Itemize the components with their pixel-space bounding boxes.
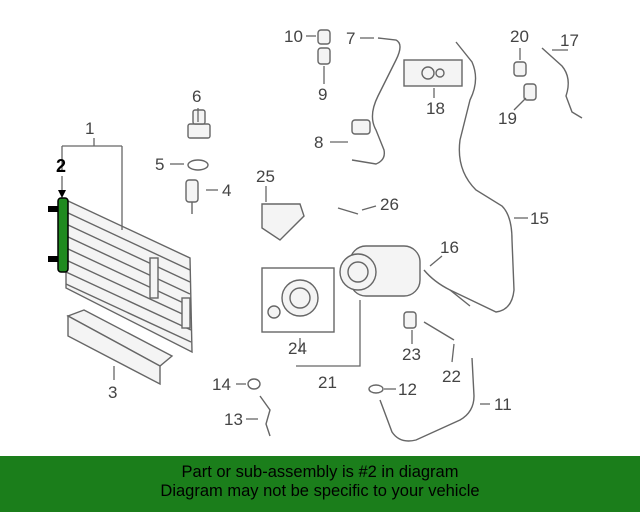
- callout-9: 9: [318, 85, 327, 104]
- callout-15: 15: [530, 209, 549, 228]
- callout-8: 8: [314, 133, 323, 152]
- hose-11-part: [379, 357, 475, 442]
- callout-2: 2: [56, 156, 66, 176]
- callout-16: 16: [440, 238, 459, 257]
- callout-labels: 1 2 3 4 5 6 7 8 9 10 11 12 13 14 15 16 1…: [56, 27, 579, 429]
- callout-7: 7: [346, 29, 355, 48]
- callout-6: 6: [192, 87, 201, 106]
- seal-strip-part: [66, 309, 174, 386]
- bracket-part: [261, 203, 305, 241]
- cover-plate-part: [403, 59, 463, 87]
- callout-3: 3: [108, 383, 117, 402]
- bolt-26-part: [337, 207, 359, 215]
- banner-line-2: Diagram may not be specific to your vehi…: [160, 482, 480, 500]
- pressure-sensor-part: [187, 109, 211, 139]
- callout-12: 12: [398, 380, 417, 399]
- callout-2-arrow: [58, 190, 66, 198]
- callout-4: 4: [222, 181, 231, 200]
- hose-17-part: [541, 47, 583, 119]
- bolt-22-part: [423, 321, 455, 341]
- condenser-part: [65, 198, 193, 354]
- callout-25: 25: [256, 167, 275, 186]
- bushing-23-part: [403, 311, 417, 329]
- callout-21: 21: [318, 373, 337, 392]
- parts-diagram: 1 2 3 4 5 6 7 8 9 10 11 12 13 14 15 16 1…: [48, 27, 583, 442]
- o-ring-12-part: [368, 384, 384, 394]
- o-ring-14-part: [247, 378, 261, 390]
- line-16-part: [423, 269, 471, 307]
- callout-22: 22: [442, 367, 461, 386]
- receiver-drier-part: [48, 197, 69, 273]
- callout-23: 23: [402, 345, 421, 364]
- valve-9-10-part: [317, 29, 331, 65]
- callout-1: 1: [85, 119, 94, 138]
- hose-7-part: [351, 37, 401, 165]
- callout-20: 20: [510, 27, 529, 46]
- leader-lines: [58, 35, 568, 420]
- hose-13-part: [259, 395, 271, 437]
- callout-14: 14: [212, 375, 231, 394]
- clutch-kit-part: [261, 267, 335, 333]
- callout-18: 18: [426, 99, 445, 118]
- callout-17: 17: [560, 31, 579, 50]
- callout-11: 11: [494, 395, 512, 414]
- callout-26: 26: [380, 195, 399, 214]
- banner-line-1: Part or sub-assembly is #2 in diagram: [181, 463, 459, 481]
- compressor-part: [339, 245, 421, 297]
- valve-19-part: [523, 83, 537, 101]
- o-ring-5-part: [187, 159, 209, 171]
- switch-part: [185, 179, 199, 214]
- info-banner: Part or sub-assembly is #2 in diagram Di…: [0, 456, 640, 512]
- hose-15-part: [449, 41, 515, 313]
- callout-5: 5: [155, 155, 164, 174]
- valve-20-part: [513, 61, 527, 77]
- callout-24: 24: [288, 339, 307, 358]
- callout-10: 10: [284, 27, 303, 46]
- callout-19: 19: [498, 109, 517, 128]
- callout-13: 13: [224, 410, 243, 429]
